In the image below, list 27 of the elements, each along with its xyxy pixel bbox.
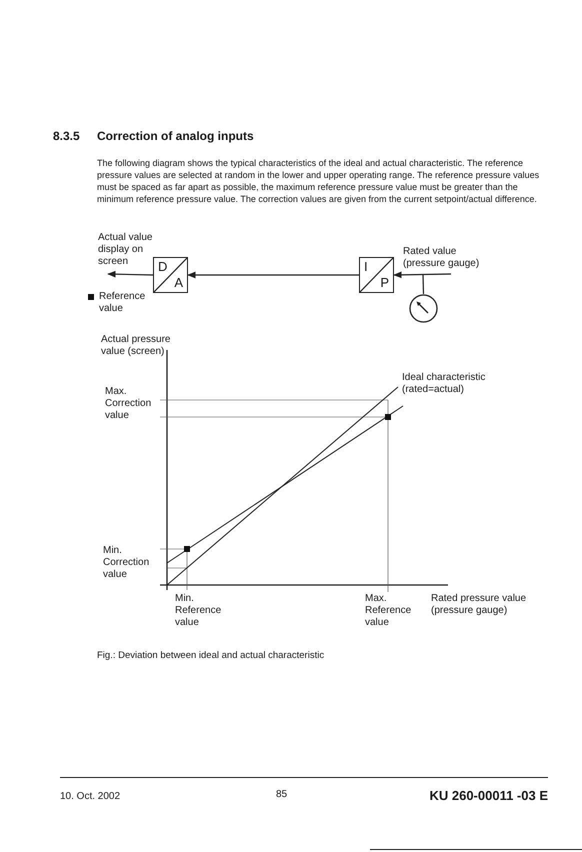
converter-letter: D <box>158 260 168 274</box>
signal-arrow <box>393 272 452 278</box>
footer-date: 10. Oct. 2002 <box>60 791 122 803</box>
figure-caption: Fig.: Deviation between ideal and actual characteristic <box>97 650 324 662</box>
signal-arrow <box>107 270 154 278</box>
converter-box <box>153 257 188 293</box>
converter-letter: P <box>380 276 389 290</box>
input-label: Rated value (pressure gauge) <box>403 246 493 274</box>
pressure-gauge-icon <box>409 294 438 323</box>
section-title: Correction of analog inputs <box>97 129 254 143</box>
x-axis-label: Rated pressure value (pressure gauge) <box>431 593 528 617</box>
axis-value-label: Max. Correction value <box>105 386 152 422</box>
connector-line <box>422 274 424 294</box>
axis-value-label: Max. Reference value <box>365 593 412 629</box>
converter-letter: A <box>174 276 183 290</box>
converter-letter: I <box>364 260 368 274</box>
document-number: KU 260-00011 -03 E <box>428 788 548 803</box>
converter-box <box>359 257 394 293</box>
legend-label: Reference value <box>99 291 146 315</box>
section-number: 8.3.5 <box>53 129 81 143</box>
axis-value-label: Min. Correction value <box>103 545 150 581</box>
line-label: Ideal characteristic (rated=actual) <box>402 372 486 396</box>
signal-arrow <box>187 272 359 278</box>
y-axis-label: Actual pressure value (screen) <box>101 334 172 358</box>
body-paragraph: The following diagram shows the typical characteristics of the ideal and actual characteristic. The reference pressure values are selected at random in the lower and upper operating range. The reference pressure values must be spaced as far apart as possible, the maximum reference pressure value must be greater than the minimum reference pressure value. The correction values are given from the current setpoint/actual difference. <box>97 157 540 205</box>
axis-value-label: Min. Reference value <box>175 593 222 629</box>
page-number: 85 <box>276 789 288 801</box>
